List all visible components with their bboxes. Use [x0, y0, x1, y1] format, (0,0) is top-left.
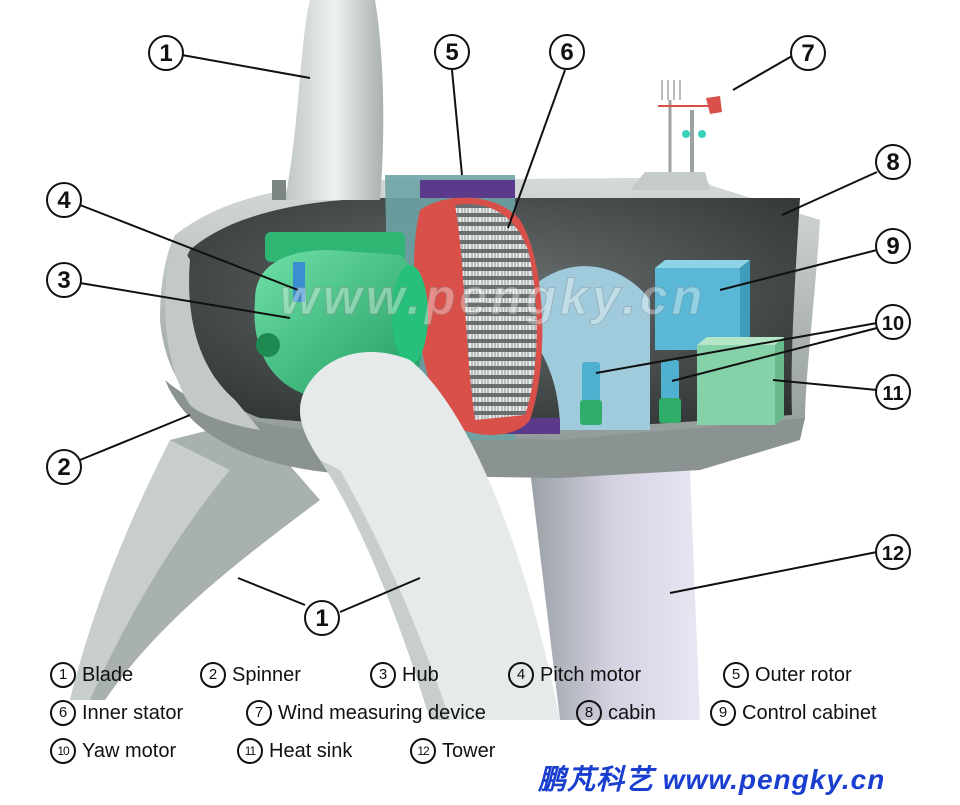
svg-text:11: 11 [882, 383, 903, 405]
wind-vane-tail-icon [706, 96, 722, 114]
yaw-motor-1 [580, 362, 602, 425]
watermark: www.pengky.cn [279, 269, 707, 326]
brand-footer: 鹏芃科艺 www.pengky.cn [538, 764, 886, 795]
leader-lines [79, 54, 878, 613]
blade-front-shape [300, 351, 560, 720]
callout-3: 3 [46, 262, 82, 298]
svg-text:1: 1 [159, 40, 172, 67]
svg-text:10: 10 [882, 313, 904, 335]
svg-text:6: 6 [560, 39, 573, 66]
outer-rotor-magnet-top [420, 180, 515, 198]
callout-4: 4 [46, 182, 82, 218]
callout-5: 5 [434, 34, 470, 70]
svg-text:3: 3 [57, 267, 70, 294]
svg-text:5: 5 [445, 39, 458, 66]
callouts: 1 4 3 2 5 6 7 8 9 10 11 12 1 [46, 34, 911, 636]
svg-text:1: 1 [315, 605, 328, 632]
spinner-shape [165, 235, 260, 430]
pitch-motor-shape [293, 262, 305, 302]
svg-text:7: 7 [801, 40, 814, 67]
blade-lower-left-shape [70, 420, 320, 700]
callout-1-bottom: 1 [304, 600, 340, 636]
inner-stator-body-shape [520, 266, 650, 430]
callout-11: 11 [875, 374, 911, 410]
svg-text:4: 4 [57, 187, 71, 214]
callout-6: 6 [549, 34, 585, 70]
heat-sink-shape [697, 345, 775, 425]
yaw-motor-2 [659, 360, 681, 423]
callout-7: 7 [790, 35, 826, 71]
svg-text:2: 2 [57, 454, 70, 481]
svg-text:8: 8 [886, 149, 899, 176]
callout-1-top: 1 [148, 35, 184, 71]
svg-text:12: 12 [882, 543, 904, 565]
callout-10: 10 [875, 304, 911, 340]
callout-8: 8 [875, 144, 911, 180]
callout-9: 9 [875, 228, 911, 264]
inner-stator-coils-shape [455, 204, 537, 420]
svg-text:9: 9 [886, 233, 899, 260]
blade-upper-shape [285, 0, 384, 200]
tower-shape [530, 470, 700, 720]
callout-2: 2 [46, 449, 82, 485]
callout-12: 12 [875, 534, 911, 570]
control-cabinet-shape [655, 268, 740, 350]
